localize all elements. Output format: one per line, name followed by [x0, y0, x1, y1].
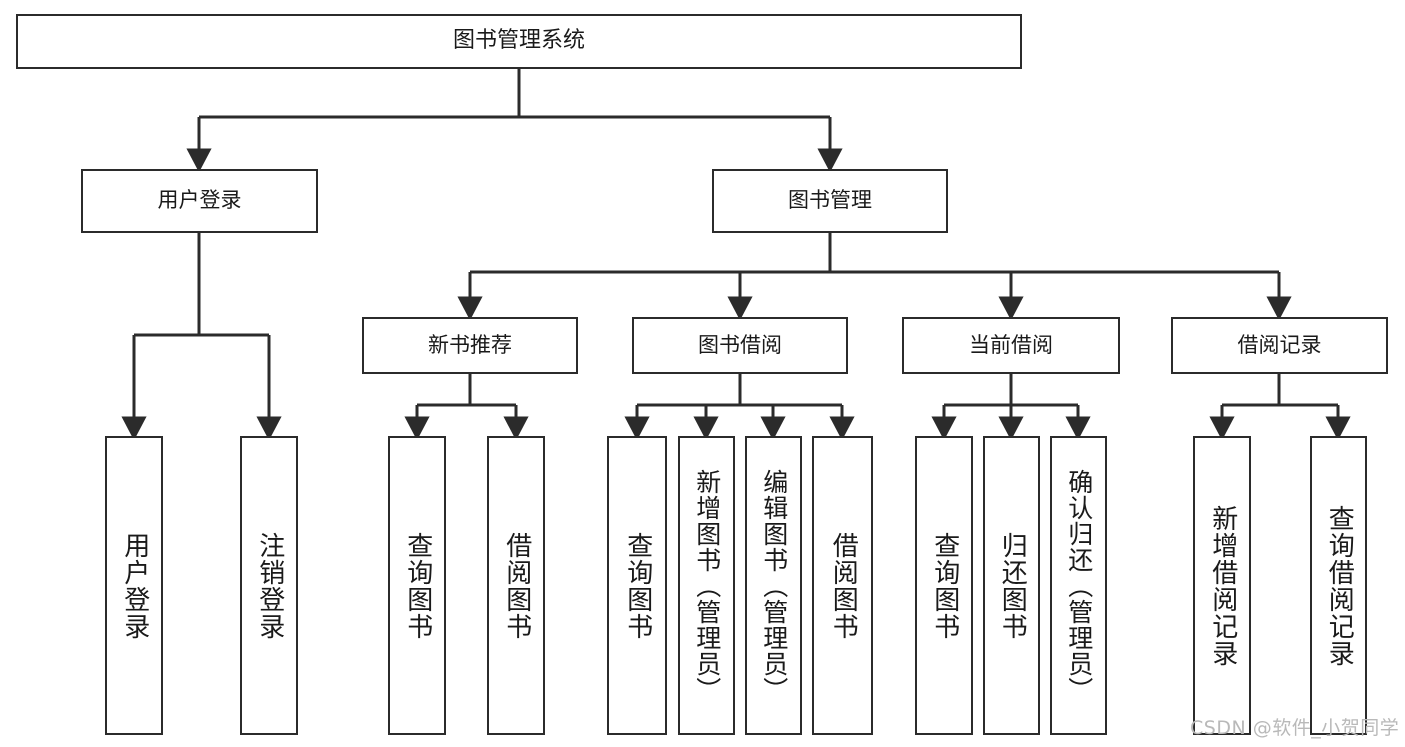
leaf-edit-book-admin-label: 编辑图书（管理员） [759, 468, 789, 703]
leaf-logout[interactable]: 注销登录 [240, 436, 298, 735]
csdn-watermark: CSDN @软件_小贺同学 [1190, 717, 1400, 739]
node-borrow-record-label: 借阅记录 [1237, 332, 1322, 357]
leaf-return-book-label: 归还图书 [997, 531, 1028, 640]
node-book-borrow[interactable]: 图书借阅 [632, 317, 848, 374]
leaf-user-login[interactable]: 用户登录 [105, 436, 163, 735]
node-book-management-label: 图书管理 [788, 188, 872, 213]
leaf-add-borrow-record[interactable]: 新增借阅记录 [1193, 436, 1251, 735]
node-book-borrow-label: 图书借阅 [698, 332, 782, 357]
leaf-add-book-admin[interactable]: 新增图书（管理员） [678, 436, 735, 735]
node-root[interactable]: 图书管理系统 [16, 14, 1022, 69]
leaf-borrow-book-recommend[interactable]: 借阅图书 [487, 436, 545, 735]
leaf-borrow-book-label: 借阅图书 [828, 531, 859, 640]
node-current-borrow[interactable]: 当前借阅 [902, 317, 1120, 374]
leaf-query-book-current-label: 查询图书 [929, 531, 960, 640]
leaf-query-borrow-record-label: 查询借阅记录 [1324, 504, 1355, 667]
node-new-book-recommend-label: 新书推荐 [428, 332, 512, 357]
leaf-user-login-label: 用户登录 [119, 531, 150, 640]
node-current-borrow-label: 当前借阅 [969, 332, 1053, 357]
leaf-add-borrow-record-label: 新增借阅记录 [1207, 504, 1238, 667]
leaf-borrow-book[interactable]: 借阅图书 [812, 436, 873, 735]
node-new-book-recommend[interactable]: 新书推荐 [362, 317, 578, 374]
leaf-confirm-return-admin-label: 确认归还（管理员） [1064, 468, 1094, 703]
node-borrow-record[interactable]: 借阅记录 [1171, 317, 1388, 374]
node-user-login-label: 用户登录 [157, 188, 242, 213]
leaf-edit-book-admin[interactable]: 编辑图书（管理员） [745, 436, 802, 735]
leaf-logout-label: 注销登录 [254, 531, 285, 640]
leaf-query-book-borrow-label: 查询图书 [622, 531, 653, 640]
node-user-login[interactable]: 用户登录 [81, 169, 318, 233]
node-book-management[interactable]: 图书管理 [712, 169, 948, 233]
leaf-borrow-book-recommend-label: 借阅图书 [501, 531, 532, 640]
leaf-query-book-recommend[interactable]: 查询图书 [388, 436, 446, 735]
node-root-label: 图书管理系统 [452, 28, 585, 54]
leaf-confirm-return-admin[interactable]: 确认归还（管理员） [1050, 436, 1107, 735]
leaf-query-book-borrow[interactable]: 查询图书 [607, 436, 667, 735]
leaf-return-book[interactable]: 归还图书 [983, 436, 1040, 735]
leaf-add-book-admin-label: 新增图书（管理员） [692, 468, 722, 703]
leaf-query-book-recommend-label: 查询图书 [402, 531, 433, 640]
leaf-query-borrow-record[interactable]: 查询借阅记录 [1310, 436, 1367, 735]
leaf-query-book-current[interactable]: 查询图书 [915, 436, 973, 735]
